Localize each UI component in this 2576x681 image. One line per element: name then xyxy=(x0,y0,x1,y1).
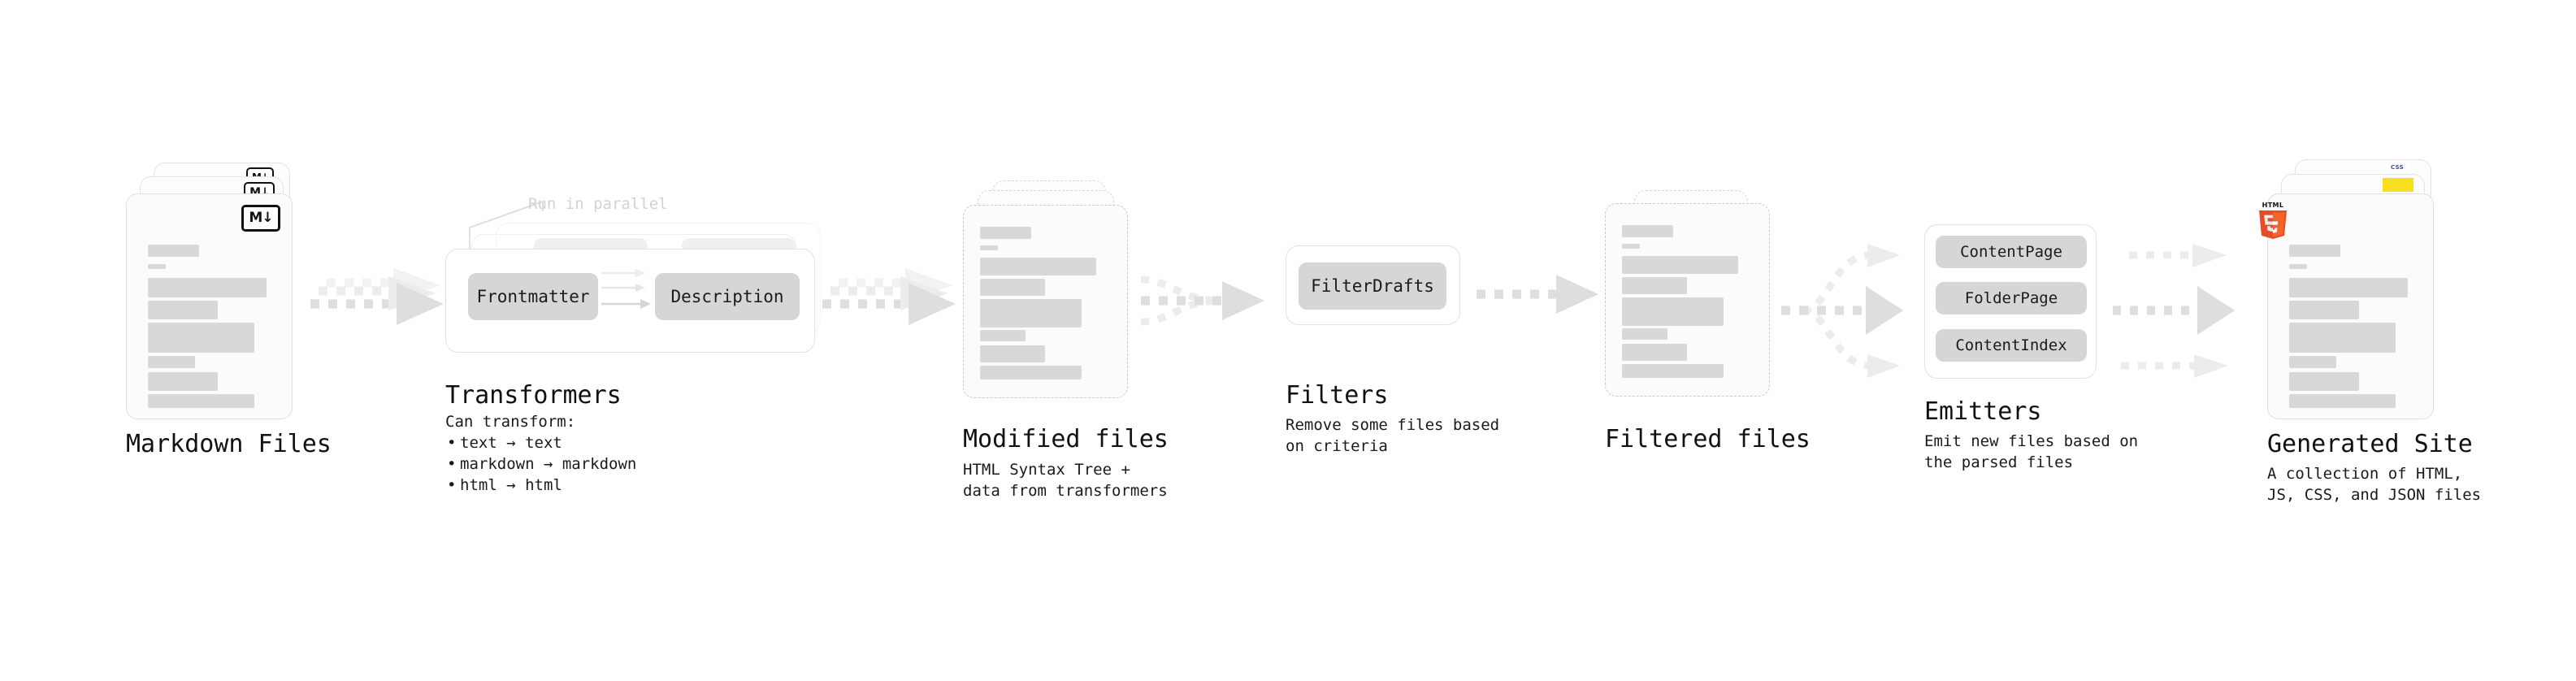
filters-group-box: FilterDrafts xyxy=(1286,245,1460,325)
stage-subtitle-emitters: Emit new files based on the parsed files xyxy=(1924,432,2139,471)
stage-filtered-files xyxy=(1605,190,1780,418)
skeleton-bar xyxy=(2289,245,2340,257)
skeleton-bar xyxy=(148,278,267,297)
skeleton-bar xyxy=(980,279,1045,296)
skeleton-bar xyxy=(1622,256,1738,274)
skeleton-bar xyxy=(1622,344,1687,361)
skeleton-bar xyxy=(148,394,254,408)
chip-contentpage[interactable]: ContentPage xyxy=(1936,236,2087,268)
skeleton-bar xyxy=(1622,277,1687,294)
chip-description[interactable]: Description xyxy=(655,273,800,320)
skeleton-bar xyxy=(148,264,166,269)
modified-card-front xyxy=(963,205,1128,398)
connector-transformers-to-modified xyxy=(822,268,956,325)
site-card-front: HTML xyxy=(2259,193,2434,419)
stage-subtitle-generated-site: A collection of HTML, JS, CSS, and JSON … xyxy=(2267,465,2482,504)
js-icon xyxy=(2383,178,2413,192)
skeleton-bar xyxy=(980,366,1082,380)
chip-frontmatter[interactable]: Frontmatter xyxy=(468,273,598,320)
skeleton-bar xyxy=(2289,394,2396,408)
stage-transformers: Frontmatter Description xyxy=(445,200,827,356)
skeleton-bar xyxy=(148,372,218,391)
html5-shield-icon xyxy=(2259,210,2287,239)
skeleton-bar xyxy=(980,227,1031,239)
skeleton-bar xyxy=(2289,278,2408,297)
skeleton-bar xyxy=(1622,328,1667,340)
markdown-card-front: M↓ xyxy=(126,193,293,419)
stage-title-modified-files: Modified files xyxy=(963,425,1169,453)
chip-filterdrafts[interactable]: FilterDrafts xyxy=(1299,262,1446,310)
stage-subtitle-filters: Remove some files based on criteria xyxy=(1286,416,1500,455)
transformers-bullet-item: text → text xyxy=(447,432,636,453)
skeleton-bar xyxy=(980,345,1045,362)
transformer-inner-arrows xyxy=(601,269,651,309)
stage-markdown-files: M↓ M↓ M↓ xyxy=(126,163,313,423)
skeleton-bar xyxy=(148,245,199,257)
chip-folderpage[interactable]: FolderPage xyxy=(1936,282,2087,314)
skeleton-bar xyxy=(2289,301,2359,319)
transformers-capability-list: Can transform: text → text markdown → ma… xyxy=(445,411,636,496)
skeleton-bar xyxy=(2289,323,2396,353)
connector-filters-to-filtered xyxy=(1477,275,1598,314)
emitters-group-box: ContentPage FolderPage ContentIndex xyxy=(1924,224,2097,379)
markdown-file-stack: M↓ M↓ M↓ xyxy=(126,163,313,423)
transformers-list-lead: Can transform: xyxy=(445,413,576,431)
html5-icon: HTML xyxy=(2257,202,2289,239)
connector-filtered-to-emitters xyxy=(1781,244,1903,378)
transformers-bullet-item: markdown → markdown xyxy=(447,453,636,475)
run-in-parallel-leader-line xyxy=(469,200,544,249)
filtered-card-front xyxy=(1605,203,1770,397)
skeleton-bar xyxy=(1622,297,1724,326)
stage-generated-site: CSS HTML xyxy=(2259,159,2454,427)
skeleton-bar xyxy=(148,301,218,319)
skeleton-bar xyxy=(1622,225,1673,237)
html5-wordmark: HTML xyxy=(2262,202,2284,209)
skeleton-bar xyxy=(1622,364,1724,378)
stage-title-emitters: Emitters xyxy=(1924,397,2042,426)
skeleton-bar xyxy=(980,330,1026,341)
stage-title-generated-site: Generated Site xyxy=(2267,430,2473,458)
stage-modified-files xyxy=(963,180,1138,416)
stage-title-filters: Filters xyxy=(1286,381,1389,410)
transformers-bullet-list: text → text markdown → markdown html → h… xyxy=(445,432,636,496)
skeleton-bar xyxy=(2289,264,2307,269)
markdown-icon: M↓ xyxy=(241,205,280,232)
stage-subtitle-modified-files: HTML Syntax Tree + data from transformer… xyxy=(963,461,1168,500)
skeleton-bar xyxy=(2289,372,2359,391)
skeleton-bar xyxy=(980,258,1096,275)
connector-emitters-to-site xyxy=(2113,244,2235,378)
skeleton-bar xyxy=(148,356,195,368)
connector-modified-to-filters xyxy=(1140,275,1264,326)
stage-emitters: ContentPage FolderPage ContentIndex xyxy=(1924,224,2097,379)
skeleton-bar xyxy=(148,323,254,353)
transformers-bullet-item: html → html xyxy=(447,475,636,496)
skeleton-bar xyxy=(980,299,1082,327)
skeleton-bar xyxy=(1622,244,1640,249)
skeleton-bar xyxy=(2289,356,2336,368)
connector-markdown-to-transformers xyxy=(310,268,444,325)
chip-contentindex[interactable]: ContentIndex xyxy=(1936,329,2087,362)
skeleton-bar xyxy=(980,245,998,250)
stage-title-transformers: Transformers xyxy=(445,381,622,410)
stage-filters: FilterDrafts xyxy=(1286,245,1460,325)
run-in-parallel-note: Run in parallel xyxy=(528,195,668,213)
stage-title-filtered-files: Filtered files xyxy=(1605,425,1811,453)
stage-title-markdown-files: Markdown Files xyxy=(126,430,332,458)
